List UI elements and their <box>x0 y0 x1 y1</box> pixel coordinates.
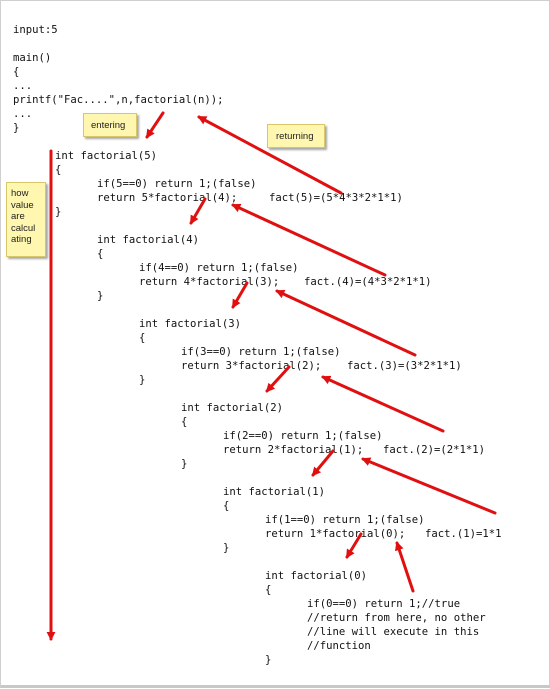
note-text-line: how <box>11 188 29 199</box>
frame-header: int factorial(3) <box>139 318 242 330</box>
note-text-line: ating <box>11 234 32 245</box>
frame-condition: if(4==0) return 1;(false) <box>139 262 299 274</box>
frame-close-brace: } <box>55 206 62 218</box>
frame-close-brace: } <box>223 542 230 554</box>
note-returning: returning <box>267 124 325 148</box>
frame-open-brace: { <box>181 416 188 428</box>
frame-close-brace: } <box>97 290 104 302</box>
frame-header: int factorial(0) <box>265 570 368 582</box>
arrow-entering <box>145 111 165 139</box>
frame-header: int factorial(4) <box>97 234 200 246</box>
frame-fact-value: fact.(2)=(2*1*1) <box>383 444 486 456</box>
frame-fact-value: fact.(4)=(4*3*2*1*1) <box>304 276 432 288</box>
frame-header: int factorial(1) <box>223 486 326 498</box>
code-line-ellipsis: ... <box>13 80 33 92</box>
note-text-line: are <box>11 211 25 222</box>
frame-open-brace: { <box>55 164 62 176</box>
arrow-returning <box>321 375 445 433</box>
code-line-main-open: { <box>13 66 20 78</box>
frame-open-brace: { <box>265 584 272 596</box>
code-comment: //line will execute in this <box>307 626 480 638</box>
frame-return: return 2*factorial(1); <box>223 444 364 456</box>
frame-condition: if(0==0) return 1;//true <box>307 598 461 610</box>
code-line-main-close: } <box>13 122 20 134</box>
frame-header: int factorial(2) <box>181 402 284 414</box>
frame-condition: if(2==0) return 1;(false) <box>223 430 383 442</box>
frame-return: return 1*factorial(0); <box>265 528 406 540</box>
frame-close-brace: } <box>139 374 146 386</box>
note-text-line: calcul <box>11 222 36 234</box>
frame-close-brace: } <box>265 654 272 666</box>
note-entering-text: entering <box>91 120 126 131</box>
code-line-ellipsis: ... <box>13 108 33 120</box>
arrow-returning <box>395 541 415 593</box>
frame-fact-value: fact(5)=(5*4*3*2*1*1) <box>269 192 403 204</box>
code-comment: //return from here, no other <box>307 612 486 624</box>
frame-open-brace: { <box>97 248 104 260</box>
note-how-value-calculating: how value are calcul ating <box>6 182 46 257</box>
arrow-returning <box>361 457 497 515</box>
frame-fact-value: fact.(1)=1*1 <box>425 528 502 540</box>
note-text-line: value <box>11 199 34 211</box>
frame-close-brace: } <box>181 458 188 470</box>
code-line-main: main() <box>13 52 52 64</box>
frame-condition: if(1==0) return 1;(false) <box>265 514 425 526</box>
frame-return: return 5*factorial(4); <box>97 192 238 204</box>
frame-condition: if(5==0) return 1;(false) <box>97 178 257 190</box>
code-line-printf: printf("Fac....",n,factorial(n)); <box>13 94 224 106</box>
frame-return: return 3*factorial(2); <box>181 360 322 372</box>
code-comment: //function <box>307 640 371 652</box>
note-returning-text: returning <box>276 131 314 142</box>
note-entering: entering <box>83 113 137 137</box>
frame-open-brace: { <box>139 332 146 344</box>
frame-return: return 4*factorial(3); <box>139 276 280 288</box>
frame-condition: if(3==0) return 1;(false) <box>181 346 341 358</box>
frame-fact-value: fact.(3)=(3*2*1*1) <box>347 360 462 372</box>
frame-open-brace: { <box>223 500 230 512</box>
input-line: input:5 <box>13 24 58 36</box>
frame-header: int factorial(5) <box>55 150 158 162</box>
